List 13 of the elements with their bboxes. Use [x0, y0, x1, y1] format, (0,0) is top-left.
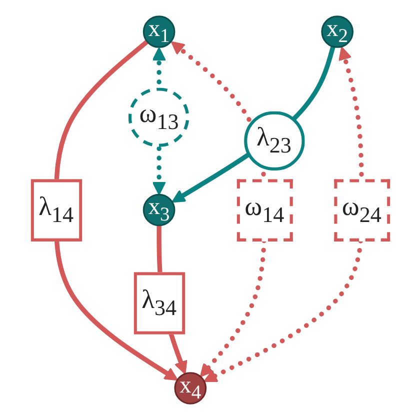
node-circle: x$_{1}$ — [142, 16, 176, 48]
node-circle: x$_{3}$ — [142, 194, 176, 226]
arrow — [204, 46, 364, 382]
edge-label: ω$_{13}$ — [139, 98, 179, 136]
node-circle: x$_{2}$ — [321, 16, 354, 48]
edge-label: λ$_{23}$ — [256, 122, 292, 159]
arrow — [172, 46, 336, 203]
edge-label: λ$_{14}$ — [38, 192, 74, 228]
edge-label: ω$_{24}$ — [342, 192, 382, 228]
edge-label: ω$_{14}$ — [244, 192, 284, 228]
node-circle: x$_{4}$ — [174, 372, 207, 404]
edge-label: λ$_{34}$ — [142, 284, 177, 322]
arrow — [54, 40, 178, 381]
